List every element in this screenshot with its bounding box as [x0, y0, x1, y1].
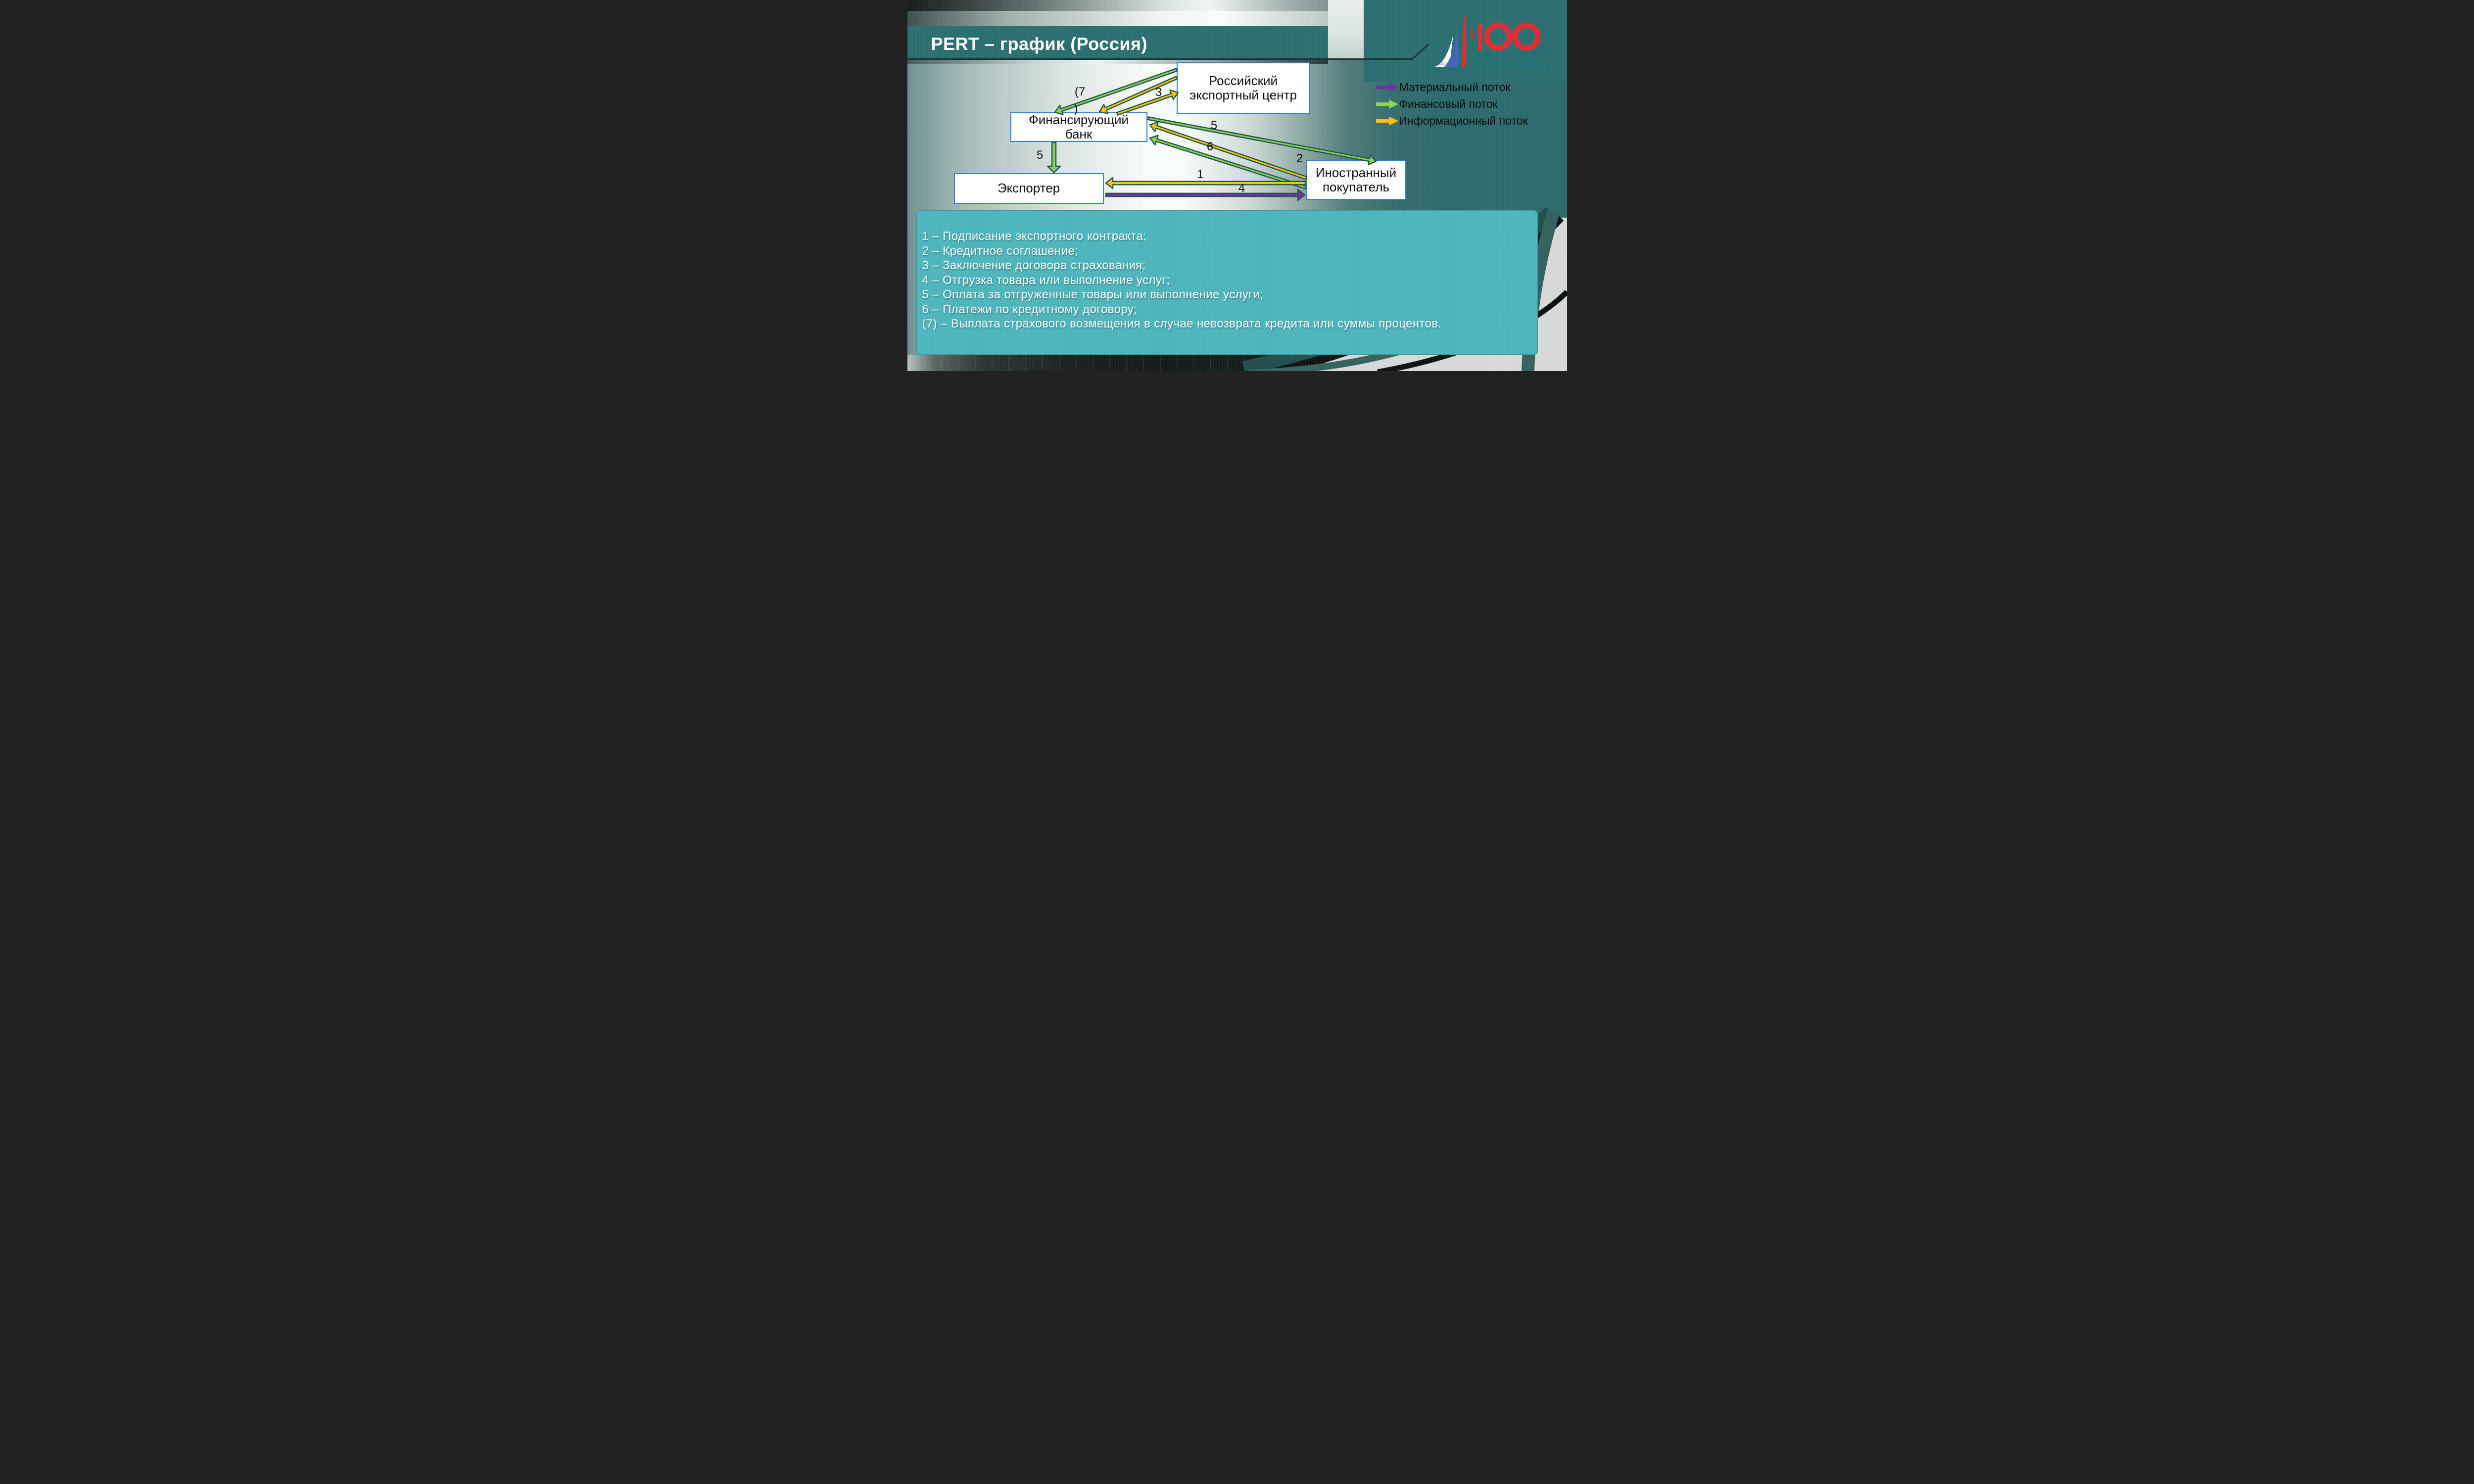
- logo-100-mark: [1477, 22, 1540, 51]
- flow-number-label: ): [1074, 102, 1078, 116]
- flow-number-label: 3: [1155, 86, 1162, 99]
- flow-number-label: 5: [1210, 119, 1218, 132]
- financial-flow-arrow-icon: [1376, 99, 1399, 109]
- flow-number-label: 1: [1196, 168, 1204, 181]
- arrow-flow-6-credit-payments: [1149, 121, 1307, 180]
- silver-column: [1328, 0, 1364, 60]
- template-accent-line: [907, 43, 1429, 60]
- note-line: 3 – Заключение договора страхования;: [922, 259, 1146, 272]
- legend-label: Информационный поток: [1399, 114, 1528, 127]
- node-box-exporter: Экспортер: [953, 173, 1104, 204]
- flow-number-label: 5: [1036, 148, 1044, 162]
- arrow-flow-3-insurance-to-rec: [1116, 89, 1179, 116]
- logo-years-label: ЛЕТ: [1469, 27, 1476, 40]
- flow-number-label: 6: [1206, 140, 1214, 153]
- diagram-arrows: [1047, 68, 1377, 201]
- material-flow-arrow-icon: [1376, 83, 1399, 92]
- logo-founded-year: 1919: [1439, 61, 1448, 66]
- information-flow-arrow-icon: [1376, 116, 1399, 126]
- page-title: PERT – график (Россия): [931, 33, 1147, 54]
- flow-number-label: 2: [1296, 152, 1303, 165]
- title-separator-strip: [907, 59, 1328, 64]
- flag-white-sail: [1434, 35, 1453, 67]
- note-line: 4 – Отгрузка товара или выполнение услуг…: [922, 273, 1170, 287]
- flow-number-label: (7: [1074, 85, 1086, 98]
- university-logo: 1919 ЛЕТ ФИНАНСОВЫЙ УНИВЕРСИТЕТ ПРИ ПРАВ…: [1433, 4, 1558, 71]
- legend-label: Материальный поток: [1399, 81, 1511, 93]
- legend-item-information: Информационный поток: [1376, 114, 1528, 127]
- node-box-bank: Финансирующий банк: [1010, 112, 1147, 142]
- slide: PERT – график (Россия) Российский экспор…: [907, 0, 1567, 371]
- flag-red-sail: [1462, 16, 1466, 67]
- arrow-flow-7-insurance-payout: [1054, 68, 1178, 116]
- logo-org-line-1: ФИНАНСОВЫЙ УНИВЕРСИТЕТ: [1478, 50, 1552, 57]
- note-line: (7) – Выплата страхового возмещения в сл…: [922, 317, 1442, 330]
- node-box-rec: Российский экспортный центр: [1176, 62, 1310, 114]
- note-line: 5 – Оплата за отгруженные товары или вып…: [922, 288, 1264, 301]
- node-box-buyer: Иностранный покупатель: [1306, 160, 1406, 200]
- legend-item-financial: Финансовый поток: [1376, 97, 1528, 110]
- legend-item-material: Материальный поток: [1376, 81, 1528, 93]
- note-line: 1 – Подписание экспортного контракта;: [922, 230, 1147, 243]
- flow-number-label: 4: [1238, 182, 1245, 195]
- arrow-flow-3-insurance-to-bank: [1098, 76, 1178, 114]
- notes-panel: 1 – Подписание экспортного контракта;2 –…: [915, 210, 1538, 355]
- note-line: 6 – Платежи по кредитному договору;: [922, 302, 1138, 316]
- arrow-flow-5-payment-to-exporter: [1047, 141, 1061, 174]
- arrow-flow-2-credit-agreement: [1146, 116, 1377, 166]
- note-line: 2 – Кредитное соглашение;: [922, 244, 1079, 258]
- flag-blue-sail: [1444, 28, 1459, 67]
- logo-org-line-3: РОССИЙСКОЙ ФЕДЕРАЦИИ: [1478, 63, 1550, 70]
- logo-graphic: 1919 ЛЕТ ФИНАНСОВЫЙ УНИВЕРСИТЕТ ПРИ ПРАВ…: [1434, 16, 1558, 70]
- arrow-flow-1-export-contract: [1105, 177, 1306, 189]
- logo-org-line-2: ПРИ ПРАВИТЕЛЬСТВЕ: [1478, 57, 1536, 63]
- arrow-flow-4-shipment: [1105, 188, 1305, 201]
- legend-label: Финансовый поток: [1399, 97, 1498, 110]
